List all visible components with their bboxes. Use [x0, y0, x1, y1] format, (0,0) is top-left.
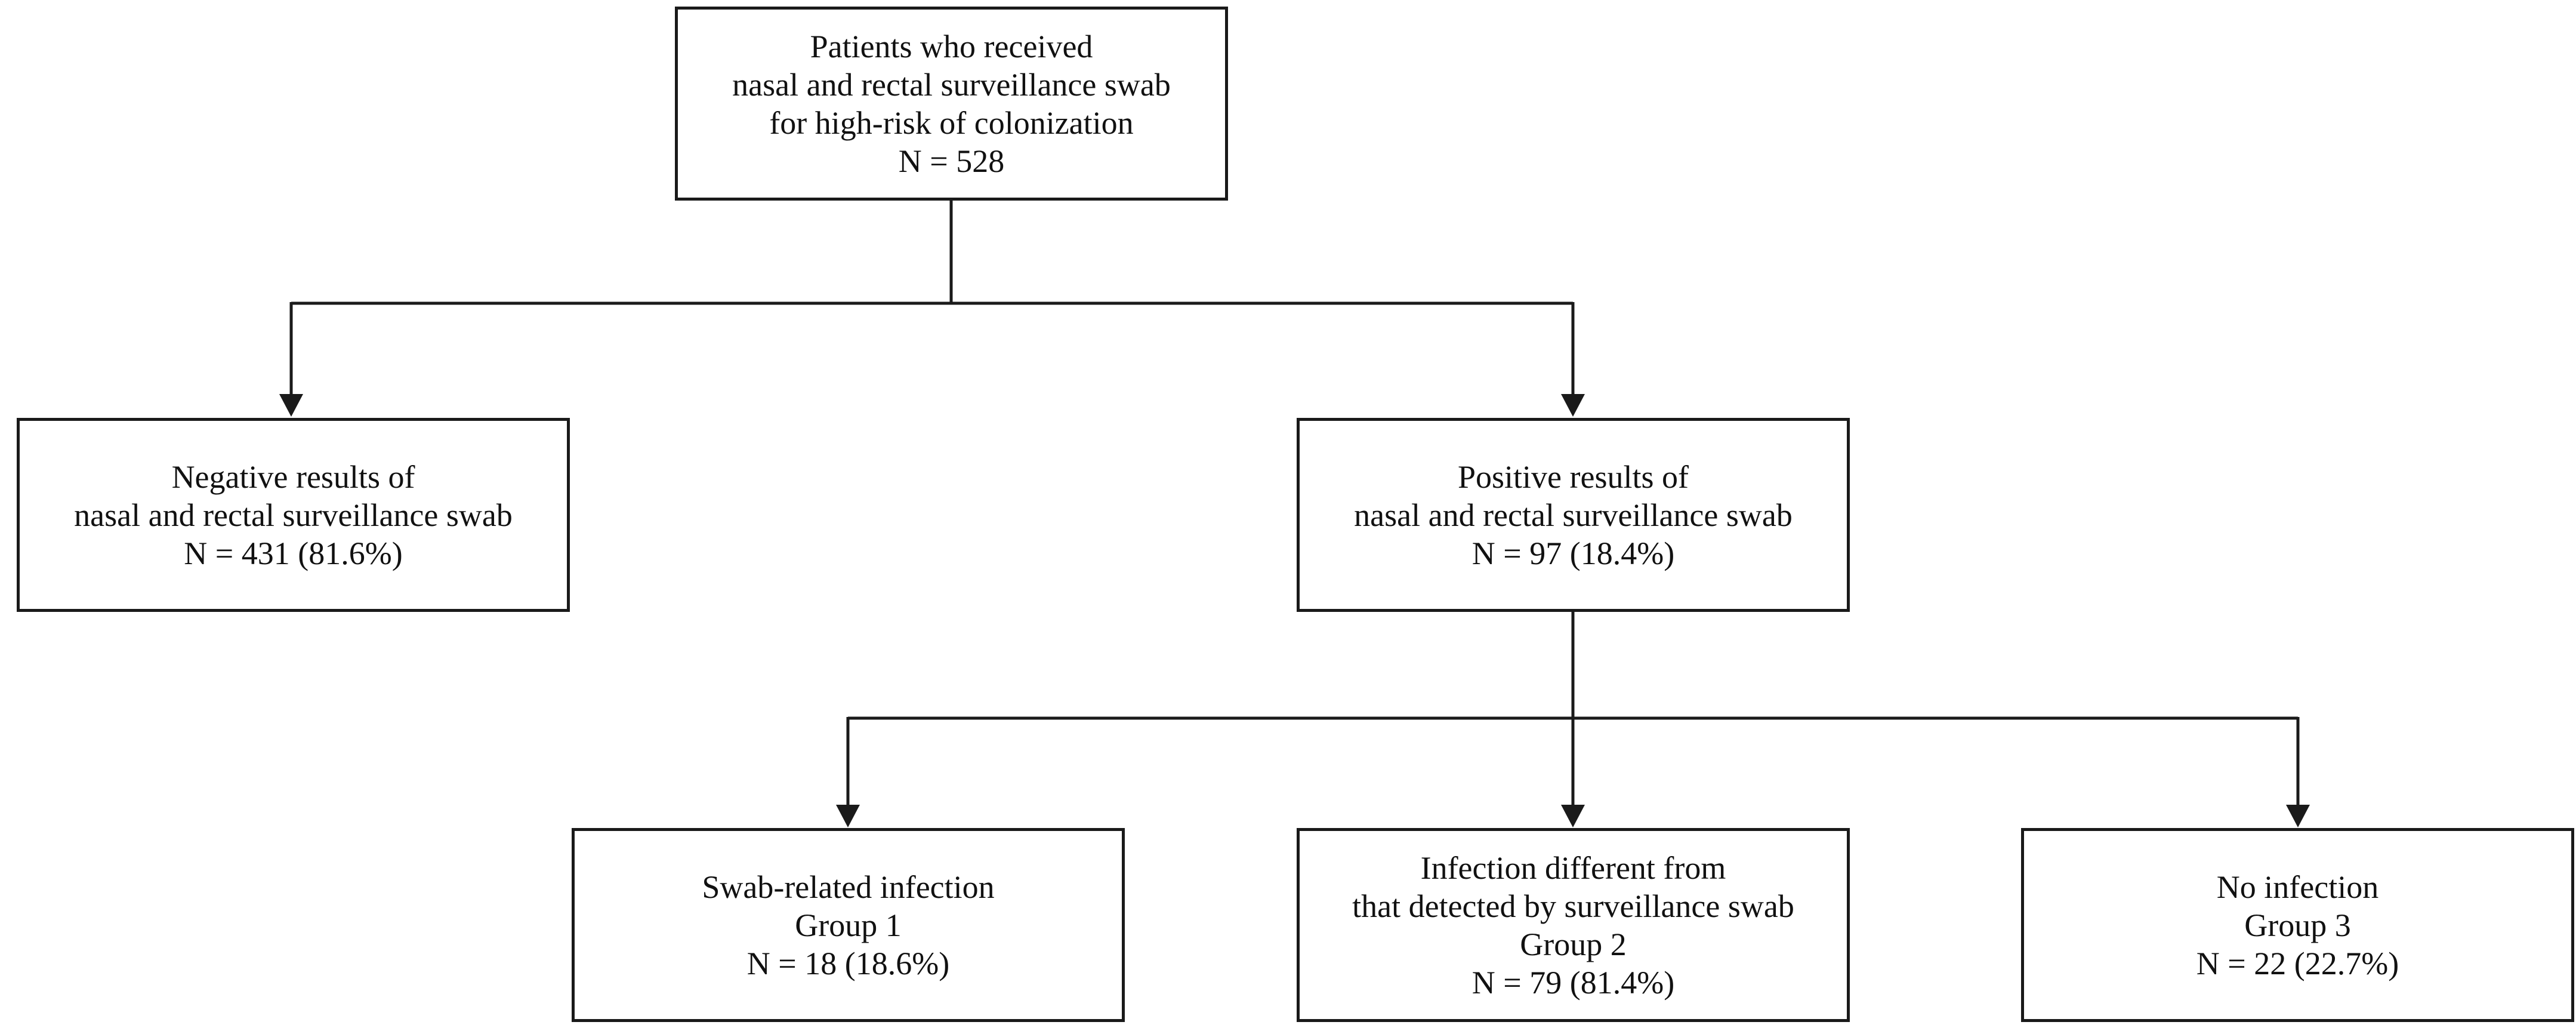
box-group2-label: Group 2	[1520, 926, 1627, 962]
arrowhead-group3	[2286, 805, 2310, 827]
box-group3-line-1: No infection	[2216, 869, 2379, 905]
box-positive-line-1: Positive results of	[1458, 458, 1689, 495]
box-all-patients-count: N = 528	[898, 143, 1005, 179]
box-group-3: No infection Group 3 N = 22 (22.7%)	[2021, 828, 2574, 1022]
box-negative-count: N = 431 (81.6%)	[184, 535, 403, 571]
box-all-patients-line-1: Patients who received	[810, 28, 1093, 64]
arrowhead-positive	[1561, 394, 1585, 417]
box-group-1: Swab-related infection Group 1 N = 18 (1…	[572, 828, 1125, 1022]
box-group2-line-2: that detected by surveillance swab	[1352, 888, 1794, 924]
box-group1-line-1: Swab-related infection	[702, 869, 995, 905]
box-group1-count: N = 18 (18.6%)	[746, 945, 950, 981]
arrowhead-group1	[836, 805, 860, 827]
box-group2-count: N = 79 (81.4%)	[1471, 964, 1675, 1001]
box-group3-label: Group 3	[2244, 907, 2351, 943]
box-all-patients-line-3: for high-risk of colonization	[769, 104, 1134, 141]
box-negative-results: Negative results of nasal and rectal sur…	[17, 418, 570, 612]
box-group1-label: Group 1	[795, 907, 902, 943]
arrowhead-negative	[279, 394, 303, 417]
box-group3-count: N = 22 (22.7%)	[2196, 945, 2399, 981]
box-all-patients: Patients who received nasal and rectal s…	[675, 7, 1228, 201]
box-negative-line-2: nasal and rectal surveillance swab	[74, 497, 513, 533]
box-positive-count: N = 97 (18.4%)	[1471, 535, 1675, 571]
box-positive-line-2: nasal and rectal surveillance swab	[1354, 497, 1793, 533]
arrowhead-group2	[1561, 805, 1585, 827]
box-group2-line-1: Infection different from	[1420, 850, 1726, 886]
box-negative-line-1: Negative results of	[171, 458, 415, 495]
box-all-patients-line-2: nasal and rectal surveillance swab	[732, 66, 1171, 103]
box-group-2: Infection different from that detected b…	[1297, 828, 1850, 1022]
box-positive-results: Positive results of nasal and rectal sur…	[1297, 418, 1850, 612]
